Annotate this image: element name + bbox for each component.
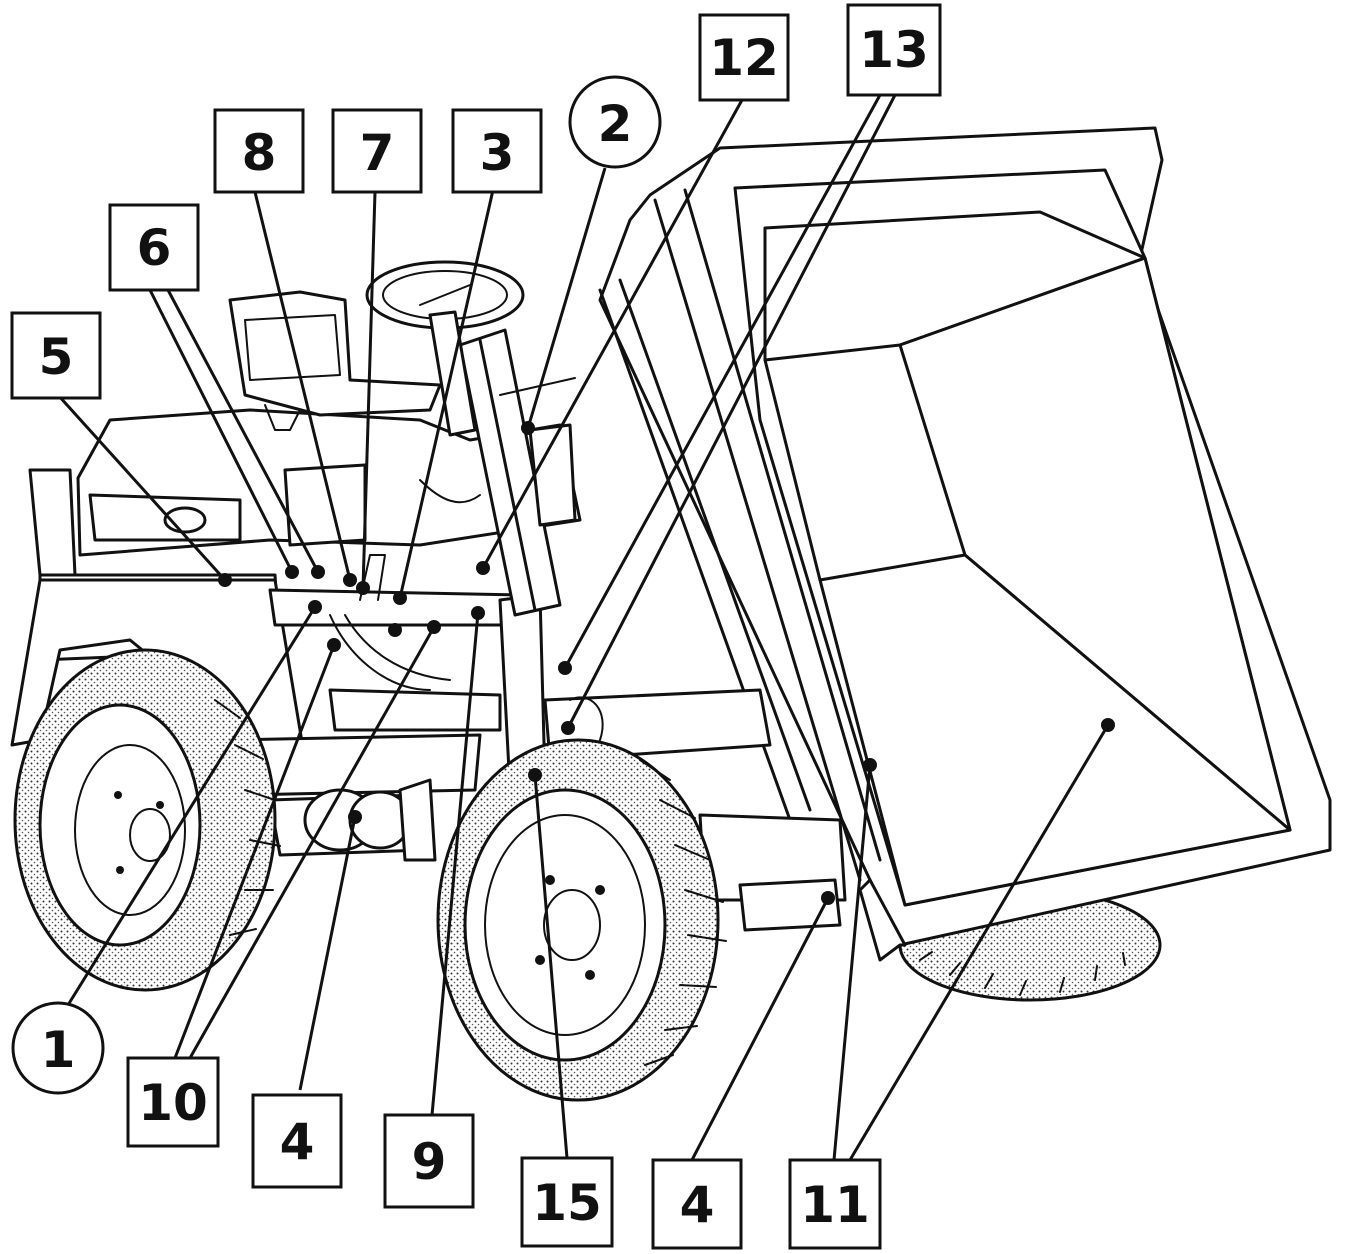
operator-seat bbox=[228, 290, 442, 431]
svg-text:4: 4 bbox=[680, 1176, 715, 1234]
callout-3: 3 bbox=[451, 108, 543, 194]
svg-text:5: 5 bbox=[39, 328, 74, 386]
leader-lines bbox=[56, 94, 1115, 1161]
callout-15: 15 bbox=[520, 1156, 614, 1248]
svg-text:3: 3 bbox=[480, 124, 515, 182]
callout-7: 7 bbox=[331, 108, 423, 194]
tipping-skip bbox=[598, 126, 1332, 962]
callout-12: 12 bbox=[698, 13, 790, 102]
svg-text:15: 15 bbox=[532, 1174, 602, 1232]
svg-text:12: 12 bbox=[709, 29, 779, 87]
callouts: 1 2 3 4 4 5 6 7 bbox=[10, 3, 942, 1250]
svg-text:13: 13 bbox=[859, 21, 929, 79]
svg-text:11: 11 bbox=[800, 1176, 870, 1234]
svg-text:9: 9 bbox=[412, 1133, 447, 1191]
callout-13: 13 bbox=[846, 3, 942, 97]
callout-10: 10 bbox=[126, 1056, 220, 1148]
callout-11: 11 bbox=[788, 1158, 882, 1250]
svg-text:7: 7 bbox=[360, 124, 395, 182]
callout-2: 2 bbox=[568, 75, 662, 169]
callout-6: 6 bbox=[108, 203, 200, 292]
svg-text:1: 1 bbox=[41, 1021, 76, 1079]
front-left-wheel bbox=[436, 738, 727, 1102]
svg-text:10: 10 bbox=[138, 1074, 208, 1132]
svg-text:4: 4 bbox=[280, 1113, 315, 1171]
svg-text:8: 8 bbox=[242, 124, 277, 182]
callout-5: 5 bbox=[10, 311, 102, 400]
rear-left-wheel bbox=[13, 648, 281, 992]
callout-4-left: 4 bbox=[251, 1093, 343, 1189]
front-axle-housing bbox=[303, 778, 437, 862]
callout-1: 1 bbox=[11, 1001, 105, 1095]
callout-4-right: 4 bbox=[651, 1158, 743, 1250]
svg-text:2: 2 bbox=[598, 95, 633, 153]
svg-text:6: 6 bbox=[137, 219, 172, 277]
callout-9: 9 bbox=[383, 1113, 475, 1209]
callout-8: 8 bbox=[213, 108, 305, 194]
